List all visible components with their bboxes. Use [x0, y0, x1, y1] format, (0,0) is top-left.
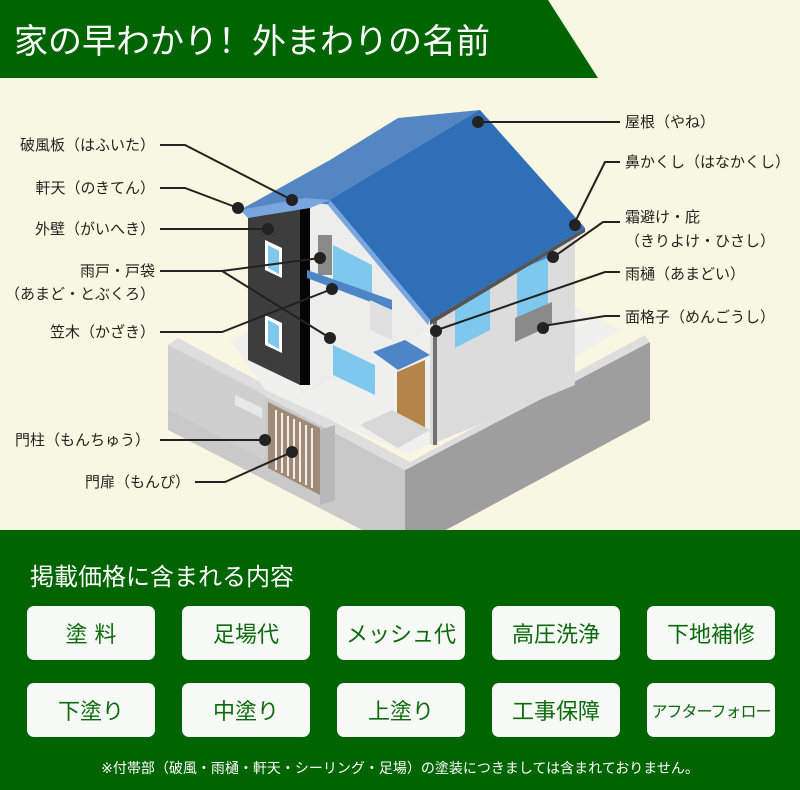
chip-undercoat: 下塗り: [27, 683, 155, 737]
chip-paint: 塗 料: [27, 606, 155, 660]
chip-after-follow: アフターフォロー: [647, 683, 775, 737]
chip-warranty: 工事保障: [492, 683, 620, 737]
label-hanakakushi: 鼻かくし（はなかくし）: [625, 153, 791, 171]
chip-mesh: メッシュ代: [337, 606, 465, 660]
label-amado-line2: （あまど・とぶくろ）: [4, 285, 155, 303]
label-hafuita: 破風板（はふいた）: [19, 136, 155, 154]
house-illustration: [160, 110, 650, 552]
label-amado-line1: 雨戸・戸袋: [79, 262, 155, 280]
page-title: 家の早わかり！外まわりの名前: [14, 22, 490, 62]
label-nokiten: 軒天（のきてん）: [35, 179, 155, 197]
chip-base-repair: 下地補修: [647, 606, 775, 660]
label-kasagi: 笠木（かざき）: [49, 323, 155, 341]
included-title: 掲載価格に含まれる内容: [30, 563, 294, 591]
chip-middle-coat: 中塗り: [182, 683, 310, 737]
label-yane: 屋根（やね）: [625, 113, 716, 131]
included-panel: 掲載価格に含まれる内容 塗 料 足場代 メッシュ代 高圧洗浄 下地補修 下塗り …: [0, 530, 800, 790]
label-mengoushi: 面格子（めんごうし）: [625, 308, 776, 326]
chip-top-coat: 上塗り: [337, 683, 465, 737]
label-amadoi: 雨樋（あまどい）: [625, 265, 746, 283]
chip-scaffold: 足場代: [182, 606, 310, 660]
footnote: ※付帯部（破風・雨樋・軒天・シーリング・足場）の塗装につきましては含まれておりま…: [101, 761, 699, 777]
label-kiriyoke-line2: （きりよけ・ひさし）: [625, 232, 776, 250]
label-monchu: 門柱（もんちゅう）: [14, 431, 150, 449]
label-monpi: 門扉（もんぴ）: [84, 473, 190, 491]
label-gaiheki: 外壁（がいへき）: [34, 220, 155, 238]
label-kiriyoke-line1: 霜避け・庇: [625, 208, 701, 226]
header-banner: [0, 0, 598, 78]
chip-high-pressure-wash: 高圧洗浄: [492, 606, 620, 660]
